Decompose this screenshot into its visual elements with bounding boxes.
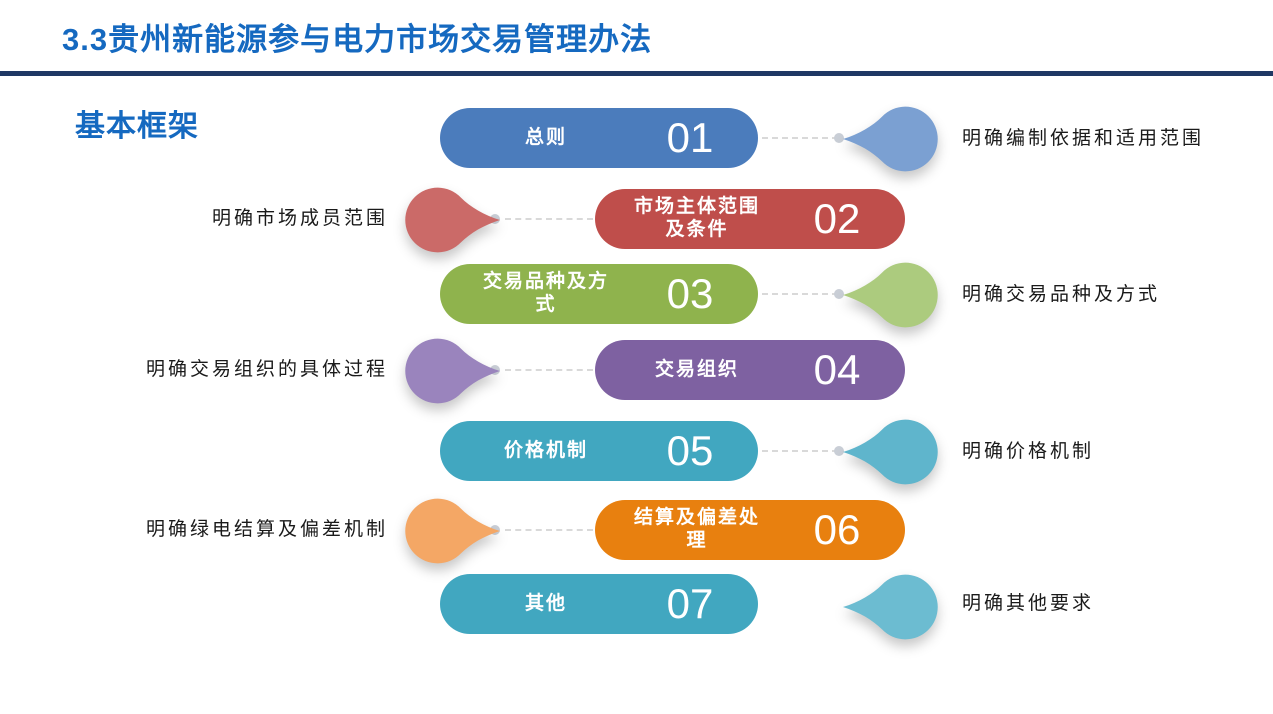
pill-number: 07 xyxy=(666,580,714,627)
teardrop-icon xyxy=(405,498,500,564)
side-note: 明确交易品种及方式 xyxy=(962,284,1161,305)
pill-number: 01 xyxy=(666,114,714,161)
teardrop-icon xyxy=(843,106,938,172)
pill-row-2: 市场主体范围 及条件 02 xyxy=(595,189,905,249)
pill-label: 总则 xyxy=(524,126,567,148)
connector-dot xyxy=(834,133,844,143)
side-note: 明确市场成员范围 xyxy=(211,208,388,229)
pill-number: 05 xyxy=(666,427,714,474)
pill-label: 交易品种及方 式 xyxy=(482,271,609,315)
teardrop-icon xyxy=(843,574,938,640)
pill-number: 02 xyxy=(813,195,861,242)
pill-row-5: 价格机制 05 xyxy=(440,421,758,481)
dashed-connector xyxy=(762,450,838,452)
side-note: 明确价格机制 xyxy=(962,441,1095,462)
pill-row-7: 其他 07 xyxy=(440,574,758,634)
teardrop-icon xyxy=(843,419,938,485)
side-note: 明确交易组织的具体过程 xyxy=(145,359,388,380)
title-divider xyxy=(0,71,1273,76)
pill-row-1: 总则 01 xyxy=(440,108,758,168)
teardrop-icon xyxy=(405,338,500,404)
dashed-connector xyxy=(505,218,593,220)
teardrop-icon xyxy=(843,262,938,328)
side-note: 明确绿电结算及偏差机制 xyxy=(145,519,388,540)
pill-number: 03 xyxy=(666,270,714,317)
pill-row-6: 结算及偏差处 理 06 xyxy=(595,500,905,560)
pill-number: 04 xyxy=(813,346,861,393)
teardrop-icon xyxy=(405,187,500,253)
pill-row-3: 交易品种及方 式 03 xyxy=(440,264,758,324)
dashed-connector xyxy=(762,293,838,295)
connector-dot xyxy=(834,446,844,456)
pill-label: 结算及偏差处 理 xyxy=(633,507,760,551)
dashed-connector xyxy=(505,369,593,371)
page-title: 3.3贵州新能源参与电力市场交易管理办法 xyxy=(62,22,653,57)
pill-label: 其他 xyxy=(524,592,567,614)
pill-number: 06 xyxy=(813,506,861,553)
pill-label: 市场主体范围 及条件 xyxy=(633,196,760,240)
dashed-connector xyxy=(505,529,593,531)
section-label: 基本框架 xyxy=(75,110,199,143)
pill-label: 价格机制 xyxy=(503,439,588,461)
pill-label: 交易组织 xyxy=(654,358,739,380)
side-note: 明确其他要求 xyxy=(962,593,1095,614)
connector-dot xyxy=(834,289,844,299)
pill-row-4: 交易组织 04 xyxy=(595,340,905,400)
dashed-connector xyxy=(762,137,838,139)
side-note: 明确编制依据和适用范围 xyxy=(962,128,1205,149)
